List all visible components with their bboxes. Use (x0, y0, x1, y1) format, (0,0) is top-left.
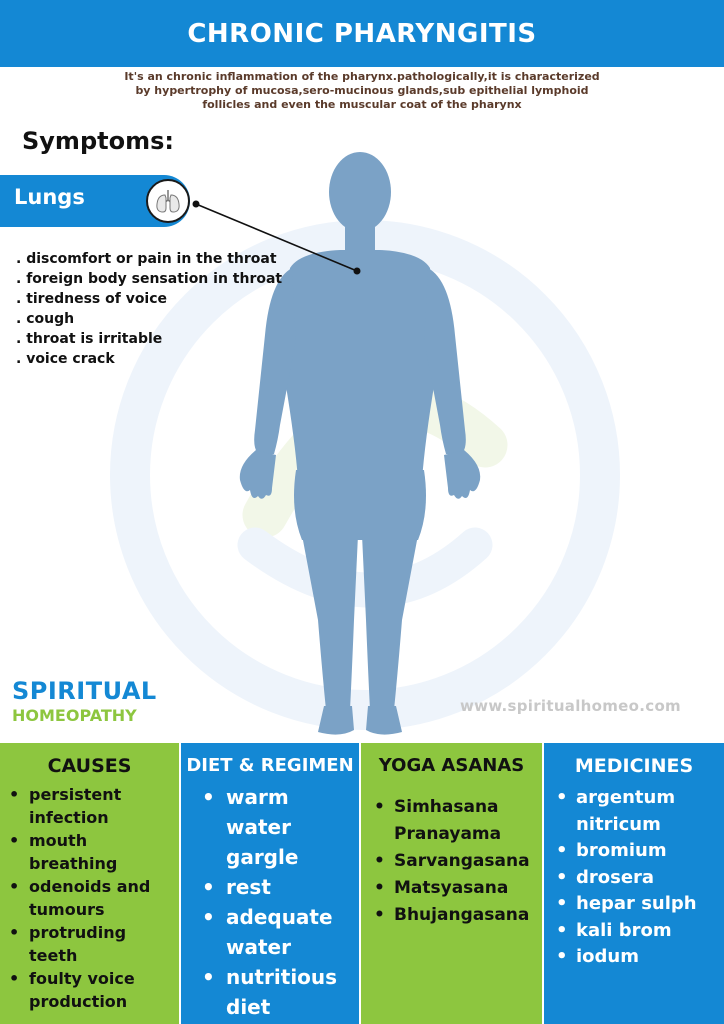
list-item: Simhasana Pranayama (374, 794, 538, 848)
list-item: rest (202, 872, 359, 902)
diet-title: DIET & REGIMEN (186, 755, 354, 776)
page-title: CHRONIC PHARYNGITIS (187, 18, 537, 49)
medicines-title: MEDICINES (574, 755, 694, 777)
human-body-figure (239, 152, 481, 735)
list-item: odenoids and tumours (9, 875, 175, 921)
list-item: kali brom (556, 918, 724, 945)
organ-label: Lungs (14, 185, 85, 209)
diet-column: DIET & REGIMEN warm water gargle rest ad… (181, 743, 359, 1024)
list-item: bromium (556, 838, 724, 865)
list-item: Sarvangasana (374, 848, 538, 875)
symptom-list: . discomfort or pain in the throat . for… (16, 249, 282, 369)
symptom-item: . discomfort or pain in the throat (16, 251, 277, 267)
list-item: adequate water (202, 902, 359, 962)
list-item: Matsyasana (374, 875, 538, 902)
list-item: protruding teeth (9, 921, 175, 967)
symptom-item: . voice crack (16, 351, 115, 367)
list-item: hepar sulph (556, 891, 724, 918)
lungs-icon (146, 179, 190, 223)
medicines-list: argentum nitricum bromium drosera hepar … (544, 785, 724, 971)
list-item: Bhujangasana (374, 902, 538, 929)
intro-text: It's an chronic inflammation of the phar… (124, 70, 600, 111)
symptoms-heading: Symptoms: (22, 127, 174, 155)
list-item: argentum nitricum (556, 785, 724, 838)
causes-title: CAUSES (47, 755, 132, 777)
yoga-title: YOGA ASANAS (378, 755, 525, 776)
list-item: persistent infection (9, 783, 175, 829)
website-url: www.spiritualhomeo.com (460, 697, 681, 715)
symptom-item: . foreign body sensation in throat (16, 271, 283, 287)
yoga-column: YOGA ASANAS Simhasana Pranayama Sarvanga… (361, 743, 542, 1024)
list-item: nutritious diet (202, 962, 359, 1022)
info-columns: CAUSES persistent infection mouth breath… (0, 743, 724, 1024)
list-item: warm water gargle (202, 782, 359, 872)
list-item: drosera (556, 865, 724, 892)
list-item: mouth breathing (9, 829, 175, 875)
causes-list: persistent infection mouth breathing ode… (0, 783, 179, 1013)
yoga-list: Simhasana Pranayama Sarvangasana Matsyas… (361, 794, 542, 929)
symptom-item: . throat is irritable (16, 331, 163, 347)
brand-name: SPIRITUAL (12, 677, 157, 705)
organ-label-pill: Lungs (0, 175, 190, 227)
list-item: foulty voice production (9, 967, 175, 1013)
medicines-column: MEDICINES argentum nitricum bromium dros… (544, 743, 724, 1024)
brand-subtitle: HOMEOPATHY (12, 706, 137, 725)
symptom-item: . tiredness of voice (16, 291, 168, 307)
causes-column: CAUSES persistent infection mouth breath… (0, 743, 179, 1024)
symptom-item: . cough (16, 311, 75, 327)
header-bar: CHRONIC PHARYNGITIS (0, 0, 724, 67)
diet-list: warm water gargle rest adequate water nu… (181, 782, 359, 1022)
list-item: iodum (556, 944, 724, 971)
